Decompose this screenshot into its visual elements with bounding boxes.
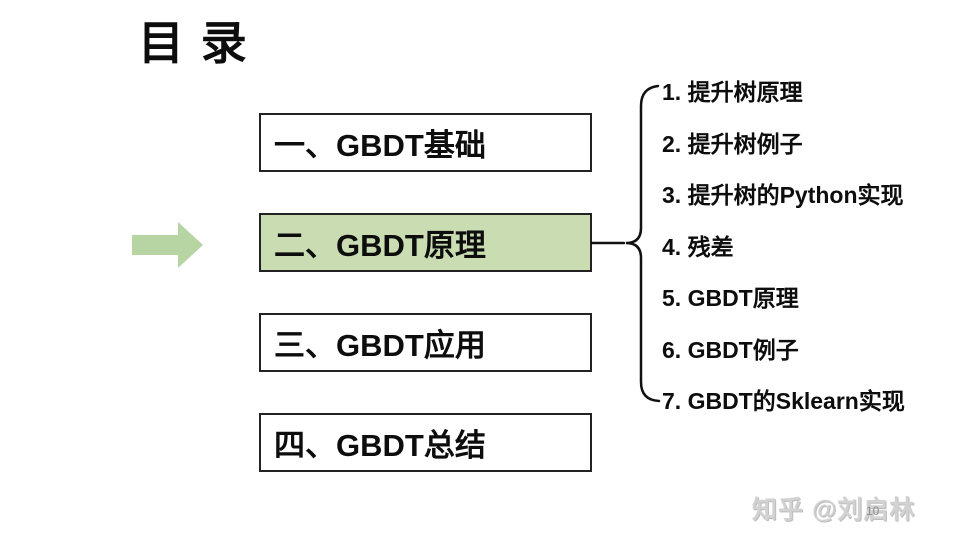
toc-item-gbdt-summary: 四、GBDT总结	[259, 413, 592, 472]
toc-item-gbdt-application: 三、GBDT应用	[259, 313, 592, 372]
subtopic-item: 3. 提升树的Python实现	[662, 182, 904, 208]
curly-brace-icon	[590, 84, 661, 403]
subtopic-item: 2. 提升树例子	[662, 130, 803, 157]
brace-connector	[590, 80, 670, 410]
subtopic-item: 7. GBDT的Sklearn实现	[662, 388, 905, 414]
subtopic-item: 1. 提升树原理	[662, 79, 803, 105]
subtopic-item: 6. GBDT例子	[662, 336, 799, 363]
watermark: 知乎 @刘启林	[752, 496, 916, 524]
toc-item-gbdt-principle: 二、GBDT原理	[259, 213, 592, 272]
toc-list: 一、GBDT基础 二、GBDT原理 三、GBDT应用 四、GBDT总结	[259, 113, 592, 472]
highlight-pointer	[132, 222, 204, 268]
toc-item-label: 二、GBDT原理	[274, 228, 486, 263]
right-arrow-icon	[132, 222, 203, 268]
toc-item-label: 三、GBDT应用	[274, 328, 486, 363]
subtopic-list: 1. 提升树原理 2. 提升树例子 3. 提升树的Python实现 4. 残差 …	[662, 75, 905, 414]
page-title: 目 录	[138, 17, 249, 69]
toc-item-label: 一、GBDT基础	[274, 128, 486, 163]
toc-item-gbdt-basics: 一、GBDT基础	[259, 113, 592, 172]
toc-item-label: 四、GBDT总结	[274, 428, 486, 463]
page-number: 10	[866, 504, 880, 518]
subtopic-item: 5. GBDT原理	[662, 285, 799, 311]
subtopic-item: 4. 残差	[662, 233, 734, 260]
